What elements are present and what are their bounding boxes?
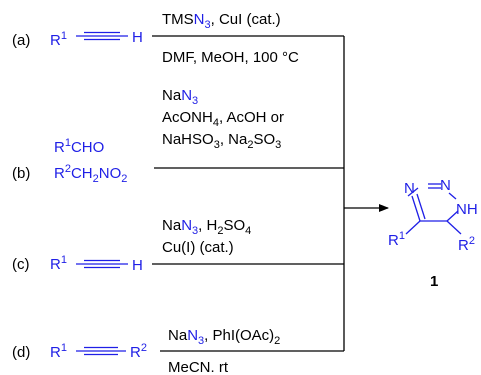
route-b-reactant-line2: R2CH2NO2 <box>54 163 127 185</box>
text-segment: 3 <box>192 225 198 237</box>
triazole-n1: N <box>404 180 415 197</box>
route-a-conditions: DMF, MeOH, 100 °C <box>162 49 299 66</box>
text-segment: , H <box>198 217 217 234</box>
text-segment: 4 <box>213 117 219 129</box>
route-c-reagent-line1: NaN3, H2SO4 <box>162 217 251 237</box>
route-c-reagent-line2: Cu(I) (cat.) <box>162 239 234 256</box>
text-segment: 2 <box>93 173 99 185</box>
route-b-label: (b) <box>12 165 30 182</box>
route-c-r1: R1 <box>50 254 67 273</box>
r2-bond <box>446 220 462 235</box>
text-segment: R <box>54 165 65 182</box>
product-r1: R1 <box>388 230 405 249</box>
text-segment: , AcOH or <box>219 109 284 126</box>
route-c-h: H <box>132 257 143 274</box>
text-segment: CH <box>71 165 93 182</box>
route-c-label: (c) <box>12 256 30 273</box>
text-segment: Na <box>162 217 182 234</box>
text-segment: N <box>187 327 198 344</box>
text-segment: 2 <box>247 139 253 151</box>
route-d-r1: R1 <box>50 342 67 361</box>
route-b-reagent-line1: NaN3 <box>162 87 198 107</box>
route-d-label: (d) <box>12 344 30 361</box>
text-segment: N <box>181 217 192 234</box>
route-d-conditions: MeCN. rt <box>168 359 229 375</box>
route-b-reactant-line1: R1CHO <box>54 137 104 156</box>
text-segment: R <box>54 139 65 156</box>
text-segment: , PhI(OAc) <box>204 327 274 344</box>
text-segment: 3 <box>205 19 211 31</box>
text-segment: Na <box>162 87 182 104</box>
r1-bond <box>405 220 421 235</box>
text-segment: 2 <box>217 225 223 237</box>
text-segment: 3 <box>214 139 220 151</box>
text-segment: SO <box>253 131 275 148</box>
text-segment: 3 <box>275 139 281 151</box>
route-a-h: H <box>132 29 143 46</box>
text-segment: 2 <box>65 163 71 175</box>
text-segment: 2 <box>274 335 280 347</box>
route-b-reagent-line3: NaHSO3, Na2SO3 <box>162 131 281 151</box>
route-a-triple-bond <box>76 31 128 41</box>
text-segment: 1 <box>65 137 71 149</box>
text-segment: TMS <box>162 11 194 28</box>
route-a-label: (a) <box>12 32 30 49</box>
route-a-r1: R1 <box>50 30 67 49</box>
text-segment: , CuI (cat.) <box>211 11 281 28</box>
text-segment: 2 <box>121 173 127 185</box>
route-c-triple-bond <box>76 259 128 269</box>
text-segment: 3 <box>192 95 198 107</box>
text-segment: AcONH <box>162 109 213 126</box>
compound-number: 1 <box>430 273 438 290</box>
product-r2: R2 <box>458 235 475 254</box>
text-segment: 3 <box>198 335 204 347</box>
triazole-n2: N <box>440 177 451 194</box>
triazole-nh: NH <box>456 201 478 218</box>
text-segment: N <box>194 11 205 28</box>
route-a-reagents: TMSN3, CuI (cat.) <box>162 11 281 31</box>
text-segment: DMF, MeOH, 100 °C <box>162 49 299 66</box>
route-b-reagent-line2: AcONH4, AcOH or <box>162 109 284 129</box>
text-segment: Cu(I) (cat.) <box>162 239 234 256</box>
text-segment: NO <box>99 165 122 182</box>
text-segment: N <box>181 87 192 104</box>
route-d-r2: R2 <box>130 342 147 361</box>
text-segment: MeCN. rt <box>168 359 229 375</box>
triazole-ring <box>407 183 459 222</box>
text-segment: NaHSO <box>162 131 214 148</box>
text-segment: SO <box>223 217 245 234</box>
text-segment: Na <box>168 327 188 344</box>
route-d-reagents: NaN3, PhI(OAc)2 <box>168 327 280 347</box>
text-segment: CHO <box>71 139 104 156</box>
text-segment: 4 <box>245 225 251 237</box>
text-segment: , Na <box>220 131 248 148</box>
route-d-triple-bond <box>76 346 126 356</box>
